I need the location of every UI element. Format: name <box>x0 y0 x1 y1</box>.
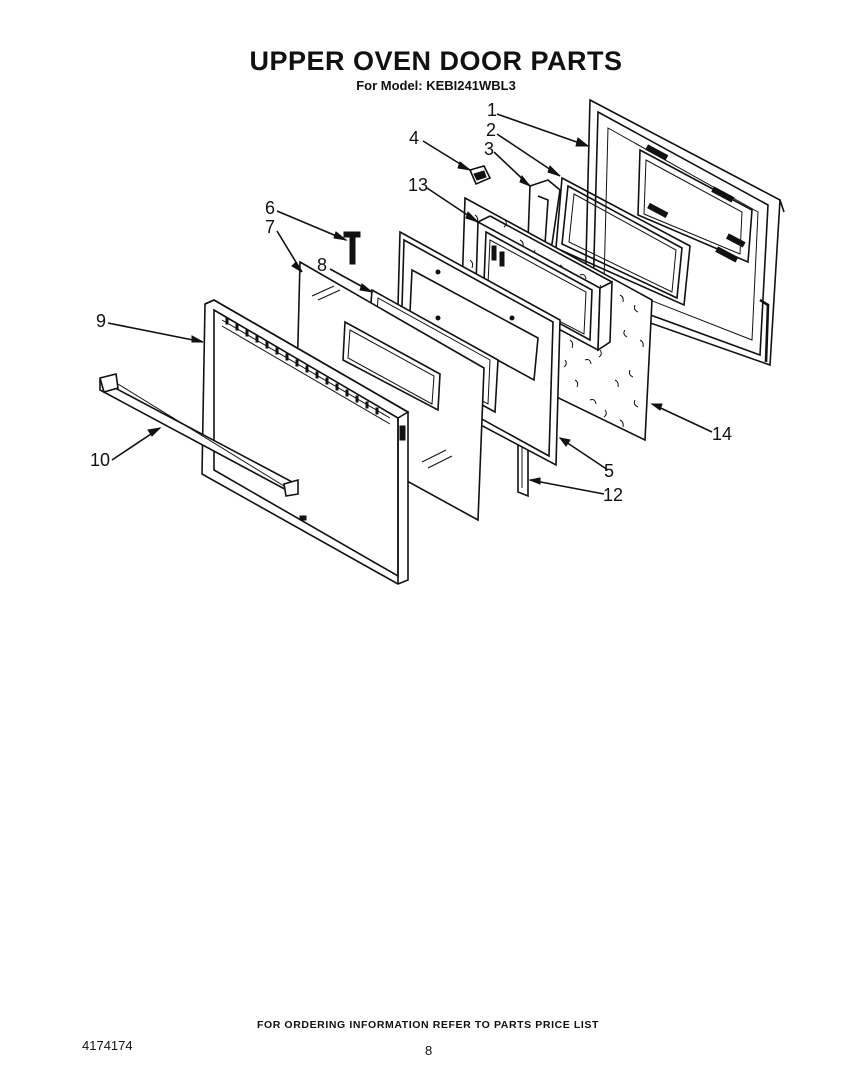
part-outer-door-frame <box>201 299 410 585</box>
document-number: 4174174 <box>82 1038 133 1053</box>
part-latch <box>343 231 361 265</box>
callout-14: 14 <box>712 424 732 444</box>
callout-4: 4 <box>409 128 419 148</box>
callout-7: 7 <box>265 217 275 237</box>
callout-labels: 1 2 3 4 5 6 7 8 9 10 12 13 14 <box>90 100 732 505</box>
callout-5: 5 <box>604 461 614 481</box>
callout-3: 3 <box>484 139 494 159</box>
page-number: 8 <box>425 1043 433 1058</box>
callout-12: 12 <box>603 485 623 505</box>
part-door-handle <box>99 373 299 497</box>
frame-vent-marks <box>225 317 379 415</box>
leader-arrowheads <box>147 137 663 485</box>
callout-1: 1 <box>487 100 497 120</box>
page-title: UPPER OVEN DOOR PARTS <box>249 46 623 76</box>
part-door-gasket <box>555 176 691 307</box>
exploded-parts-diagram: 1 2 3 4 5 6 7 8 9 10 12 13 14 <box>90 98 785 585</box>
callout-9: 9 <box>96 311 106 331</box>
ordering-note: FOR ORDERING INFORMATION REFER TO PARTS … <box>256 1019 600 1031</box>
callout-6: 6 <box>265 198 275 218</box>
callout-13: 13 <box>408 175 428 195</box>
callout-2: 2 <box>486 120 496 140</box>
callout-10: 10 <box>90 450 110 470</box>
part-clip <box>468 165 492 186</box>
callout-8: 8 <box>317 255 327 275</box>
model-subtitle: For Model: KEBI241WBL3 <box>356 78 516 93</box>
part-inner-liner <box>475 215 613 352</box>
